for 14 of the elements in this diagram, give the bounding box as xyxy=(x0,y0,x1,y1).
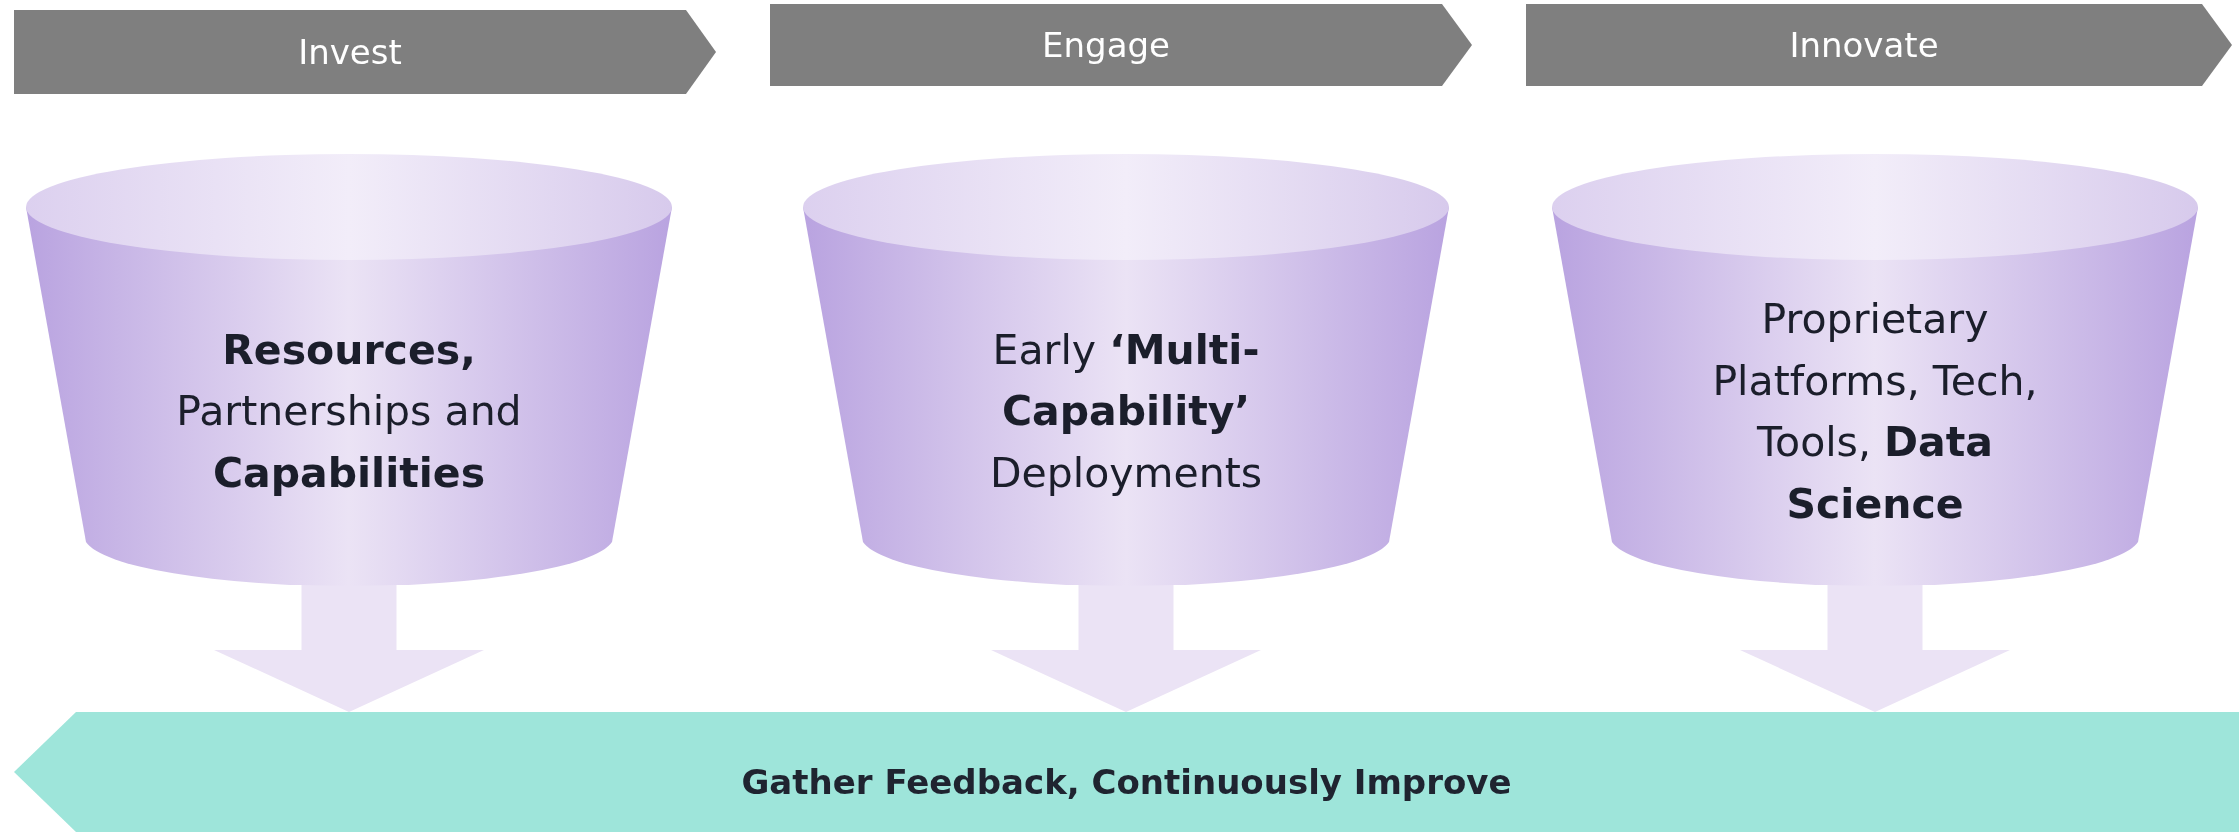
funnel-label: Proprietary Platforms, Tech, Tools, Data Science xyxy=(1711,294,2039,530)
funnel-label: Early ‘Multi-Capability’ Deployments xyxy=(988,324,1264,499)
block-arrow xyxy=(991,582,1261,712)
chevron-banner xyxy=(770,4,1472,86)
stage-heading: Innovate xyxy=(1789,25,1939,65)
chevron-banner xyxy=(1526,4,2232,86)
stage-heading: Engage xyxy=(1042,25,1170,65)
chevron-banner xyxy=(14,10,716,94)
block-arrow xyxy=(1740,582,2010,712)
band-label: Gather Feedback, Continuously Improve xyxy=(741,762,1512,802)
feedback-arrow-band xyxy=(14,712,2239,832)
stage-heading: Invest xyxy=(298,32,402,72)
funnel-label: Resources, Partnerships and Capabilities xyxy=(175,324,523,499)
block-arrow xyxy=(214,582,484,712)
